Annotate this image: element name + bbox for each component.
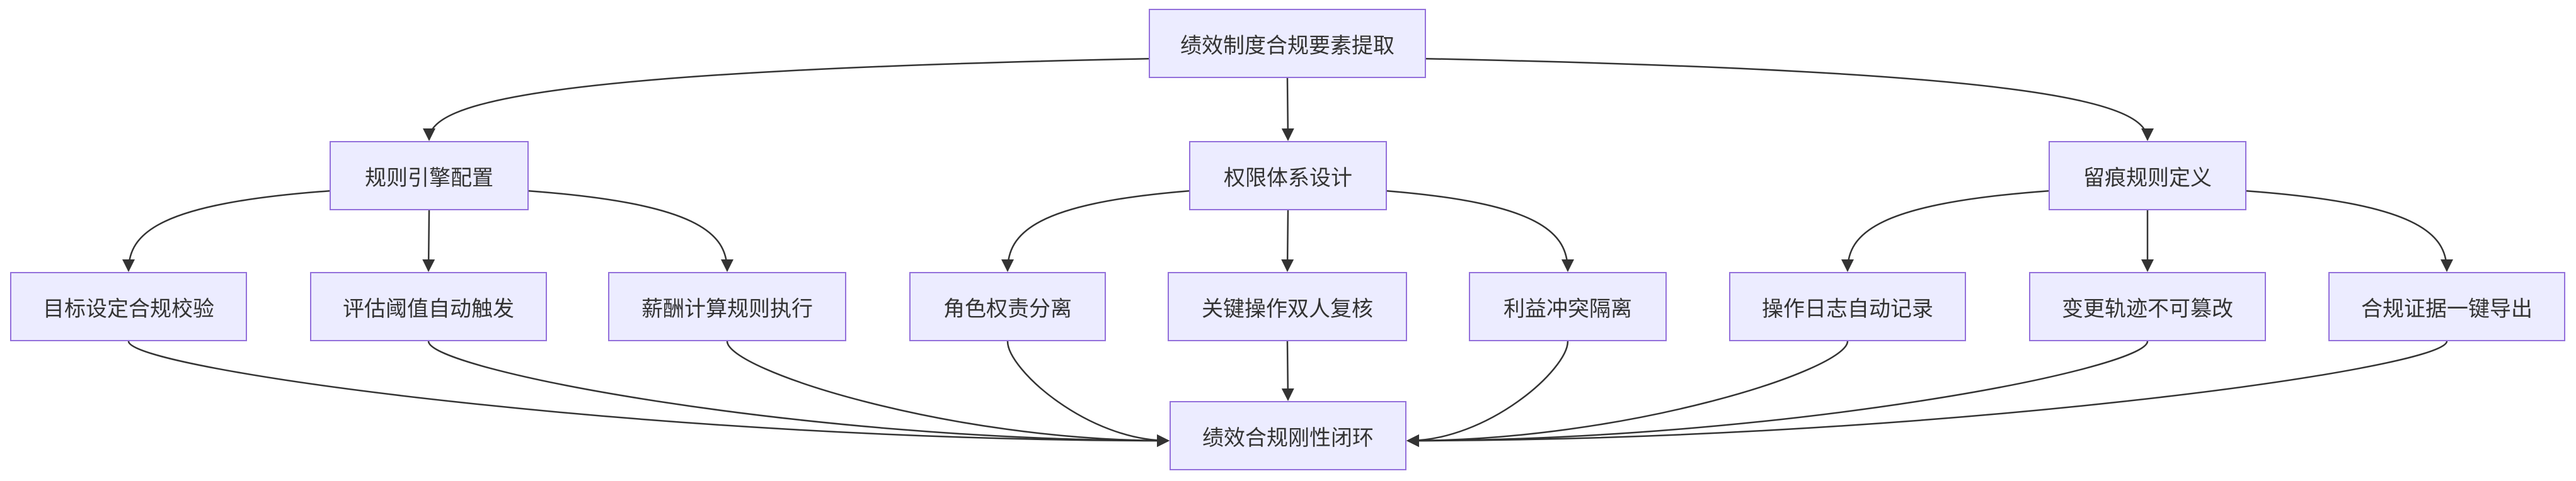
- node-log: 操作日志自动记录: [1729, 272, 1966, 341]
- node-pay: 薪酬计算规则执行: [608, 272, 846, 341]
- node-goal: 目标设定合规校验: [10, 272, 247, 341]
- edge-track-to-closure: [1406, 341, 2149, 447]
- edge-root-to-rules: [423, 57, 1149, 141]
- edge-rules-to-goal: [122, 190, 330, 272]
- node-dual: 关键操作双人复核: [1168, 272, 1407, 341]
- node-perm: 权限体系设计: [1189, 141, 1387, 210]
- edge-root-to-perm: [1281, 77, 1294, 141]
- edge-export-to-closure: [1406, 341, 2448, 447]
- node-root: 绩效制度合规要素提取: [1149, 9, 1426, 78]
- edge-conflict-to-closure: [1406, 341, 1569, 447]
- edge-trace-to-export: [2246, 190, 2453, 272]
- node-eval: 评估阈值自动触发: [310, 272, 547, 341]
- node-trace: 留痕规则定义: [2049, 141, 2246, 210]
- node-rules: 规则引擎配置: [330, 141, 529, 210]
- edge-eval-to-closure: [427, 341, 1170, 447]
- node-conflict: 利益冲突隔离: [1469, 272, 1667, 341]
- edge-rules-to-pay: [528, 190, 733, 272]
- node-export: 合规证据一键导出: [2328, 272, 2565, 341]
- edge-perm-to-role: [1001, 190, 1190, 272]
- edge-trace-to-log: [1841, 190, 2049, 272]
- node-role: 角色权责分离: [909, 272, 1106, 341]
- edge-root-to-trace: [1425, 57, 2154, 141]
- node-closure: 绩效合规刚性闭环: [1170, 401, 1406, 470]
- edge-goal-to-closure: [127, 341, 1170, 447]
- edge-rules-to-eval: [422, 210, 435, 272]
- edge-dual-to-closure: [1281, 341, 1294, 401]
- node-track: 变更轨迹不可篡改: [2029, 272, 2266, 341]
- edge-pay-to-closure: [726, 341, 1170, 447]
- edge-perm-to-conflict: [1386, 190, 1574, 272]
- edge-perm-to-dual: [1281, 210, 1294, 272]
- edge-log-to-closure: [1406, 341, 1849, 447]
- edge-role-to-closure: [1006, 341, 1170, 447]
